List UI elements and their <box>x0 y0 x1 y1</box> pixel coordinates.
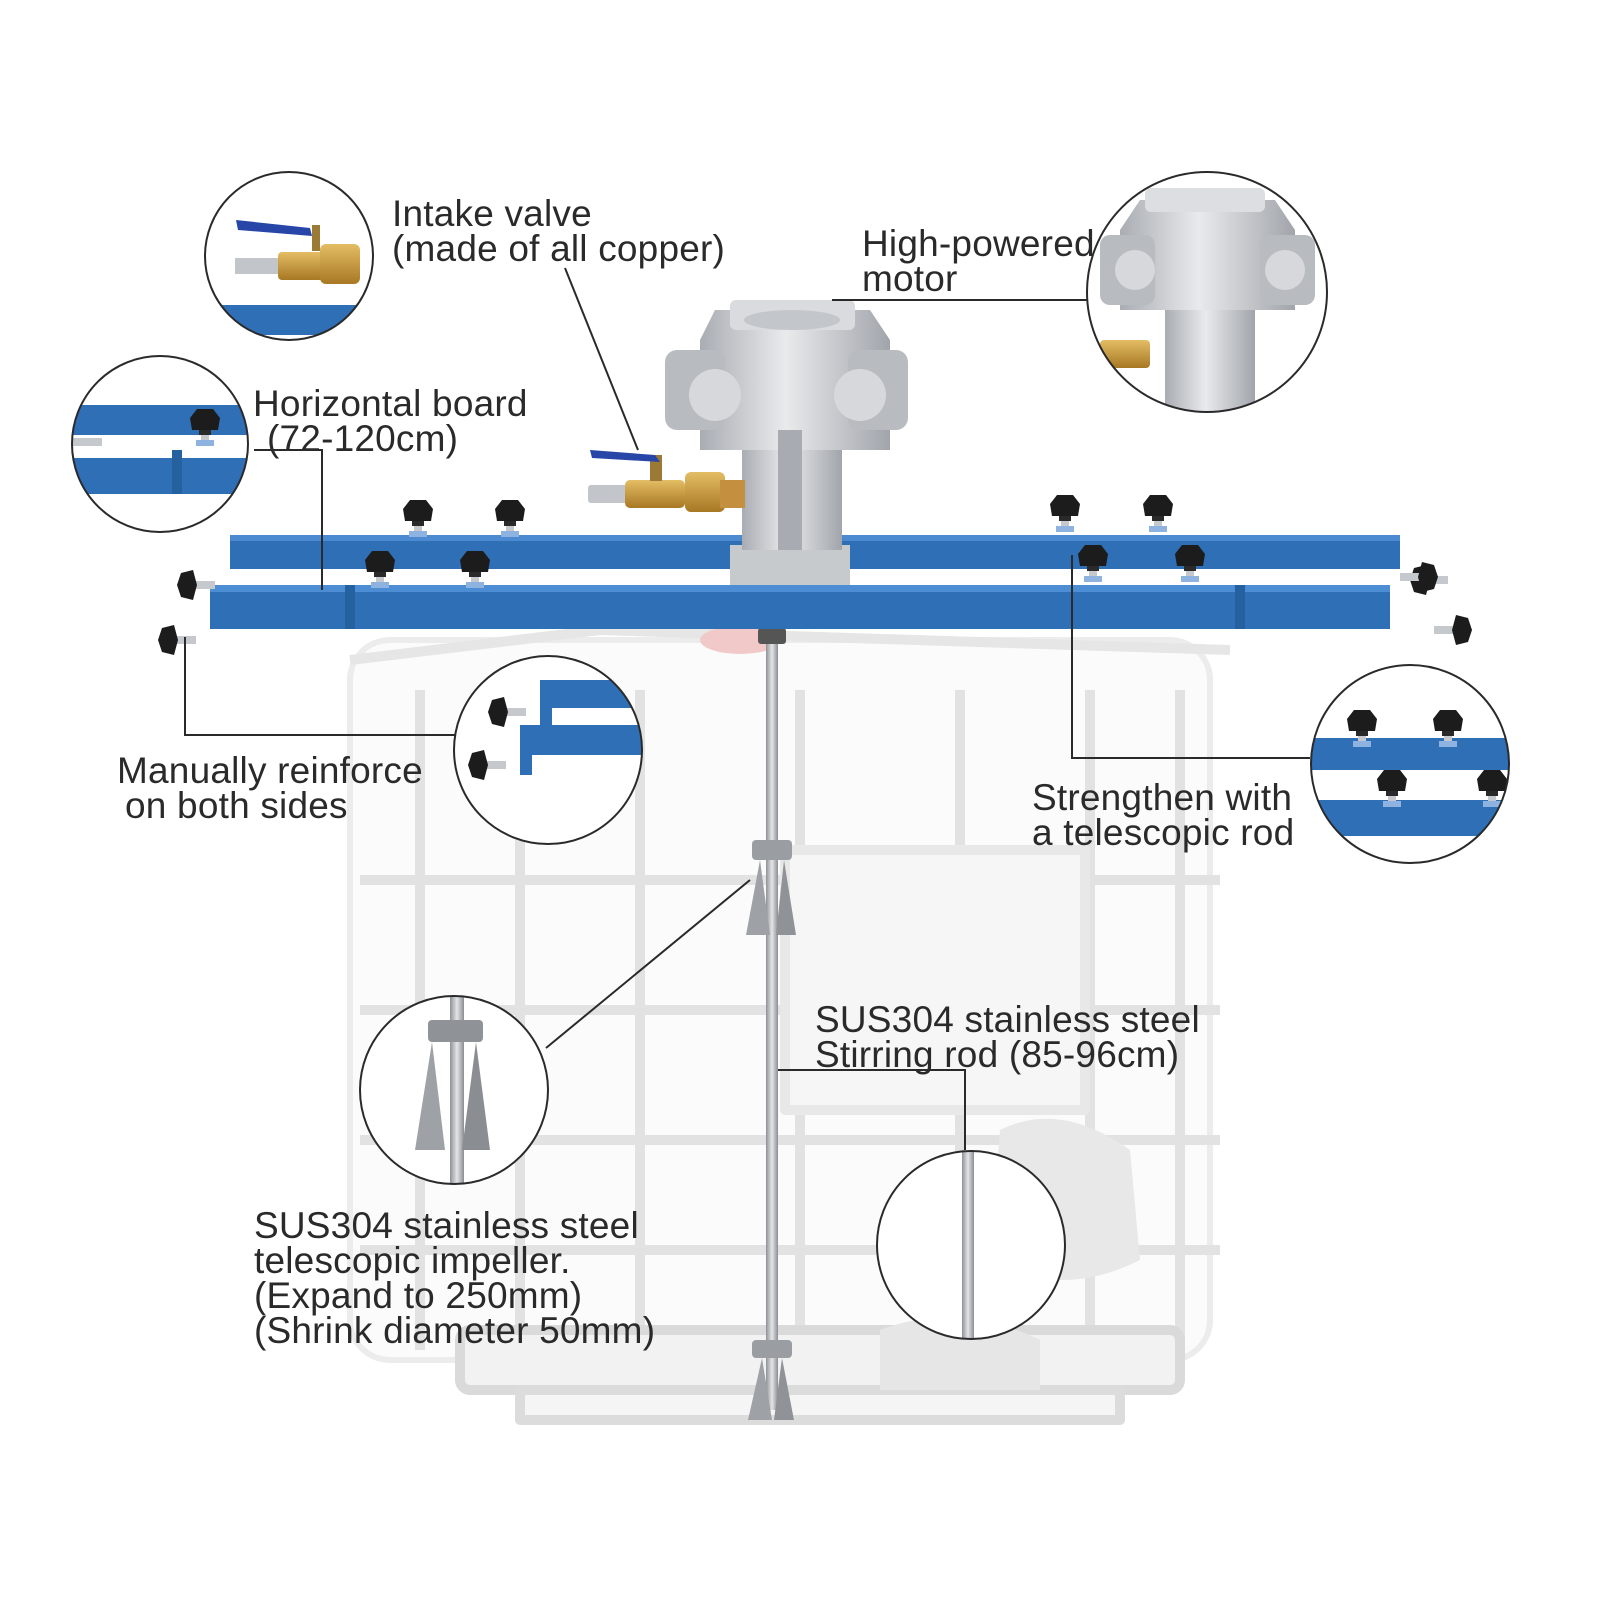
leader-lines <box>184 267 1310 1150</box>
horizontal-board-label: Horizontal board (72-120cm) <box>253 383 528 459</box>
motor-line2: motor <box>862 258 958 299</box>
stirring-rod-label: SUS304 stainless steel Stirring rod (85-… <box>815 999 1200 1075</box>
impeller-icon <box>359 995 549 1185</box>
intake-valve-label: Intake valve (made of all copper) <box>392 193 726 269</box>
horizontal-board-line1: Horizontal board <box>253 383 528 424</box>
telescopic-rod-line2: a telescopic rod <box>1032 812 1295 853</box>
impeller-line1: SUS304 stainless steel <box>254 1205 639 1246</box>
detail-horizontal-board <box>71 355 249 533</box>
intake-valve-line2: (made of all copper) <box>392 228 726 269</box>
stirring-rod-line1: SUS304 stainless steel <box>815 999 1200 1040</box>
detail-stirring-rod <box>876 1150 1066 1340</box>
detail-telescopic-rod <box>1310 664 1510 864</box>
reinforce-label: Manually reinforce on both sides <box>117 750 423 826</box>
impeller-line4: (Shrink diameter 50mm) <box>254 1310 656 1351</box>
intake-valve-line1: Intake valve <box>392 193 592 234</box>
reinforce-line2: on both sides <box>125 785 348 826</box>
reinforce-line1: Manually reinforce <box>117 750 423 791</box>
motor-label: High-powered motor <box>862 223 1095 299</box>
horizontal-board <box>210 535 1400 629</box>
intake-valve-icon <box>588 450 745 512</box>
stirring-rod-line2: Stirring rod (85-96cm) <box>815 1034 1180 1075</box>
impeller-line2: telescopic impeller. <box>254 1240 571 1281</box>
detail-intake-valve <box>204 171 374 341</box>
horizontal-board-line2: (72-120cm) <box>267 418 459 459</box>
motor-icon <box>665 300 908 550</box>
telescopic-rod-line1: Strengthen with <box>1032 777 1293 818</box>
stirring-rod <box>746 628 796 1420</box>
impeller-line3: (Expand to 250mm) <box>254 1275 583 1316</box>
motor-line1: High-powered <box>862 223 1095 264</box>
impeller-label: SUS304 stainless steel telescopic impell… <box>254 1205 656 1351</box>
detail-motor <box>1086 171 1328 413</box>
telescopic-rod-label: Strengthen with a telescopic rod <box>1032 777 1295 853</box>
